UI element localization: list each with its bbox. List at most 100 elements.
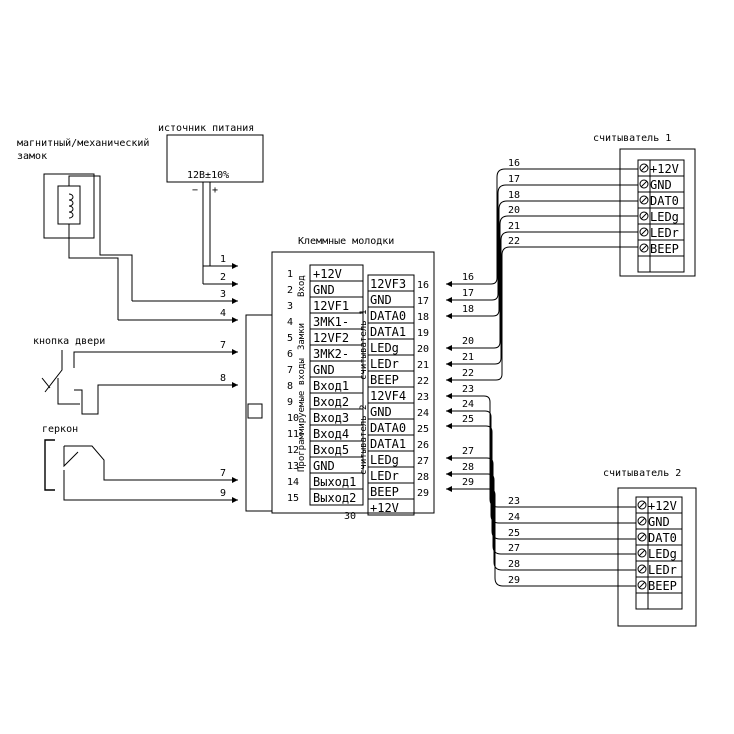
- right-terminal-label: LEDg: [370, 453, 399, 467]
- reader-terminal-label: DAT0: [650, 194, 679, 208]
- group-label-prog-inputs: Программируемые входы: [297, 358, 307, 472]
- screw-slot-icon: [638, 581, 646, 589]
- left-wire-number: 4: [220, 308, 226, 319]
- right-terminal-label: DATA1: [370, 437, 406, 451]
- left-wire-number: 8: [220, 373, 226, 384]
- left-terminal-label: Вход1: [313, 379, 349, 393]
- reader-1-cable: [446, 168, 638, 285]
- left-terminal-label: Выход1: [313, 475, 356, 489]
- left-terminal-label: 12VF1: [313, 299, 349, 313]
- screw-icon: [637, 580, 647, 590]
- reader-terminal-label: LEDr: [648, 563, 677, 577]
- right-terminal-number: 22: [417, 376, 429, 387]
- reader-2-cable: [446, 410, 636, 524]
- reader-1-arrow-number: 20: [462, 336, 474, 347]
- left-terminal-number: 10: [287, 413, 299, 424]
- terminal-30-marker: 30: [344, 511, 356, 522]
- reader-terminal-cell-empty: [635, 592, 683, 610]
- reader-terminal-label: DAT0: [648, 531, 677, 545]
- reed-wire-b: [64, 445, 238, 481]
- reader-1-cable: [446, 200, 638, 317]
- reader-2-cable: [446, 473, 636, 571]
- screw-icon: [639, 195, 649, 205]
- right-terminal-label: DATA1: [370, 325, 406, 339]
- screw-slot-icon: [638, 533, 646, 541]
- reader-2-wire-number: 23: [508, 496, 520, 507]
- reader-2-cable-arrow: [446, 486, 452, 492]
- screw-slot-icon: [640, 180, 648, 188]
- screw-icon: [637, 516, 647, 526]
- right-terminal-label: DATA0: [370, 421, 406, 435]
- right-terminal-cell: [367, 498, 415, 516]
- reader-terminal-label: LEDg: [650, 210, 679, 224]
- left-terminal-number: 2: [287, 285, 293, 296]
- left-terminal-number: 5: [287, 333, 293, 344]
- left-terminal-label: GND: [313, 459, 335, 473]
- left-terminal-number: 12: [287, 445, 299, 456]
- screw-slot-icon: [638, 565, 646, 573]
- left-terminal-label: Вход2: [313, 395, 349, 409]
- left-terminal-number: 11: [287, 429, 299, 440]
- lock-wire-a: [68, 175, 133, 301]
- reader-terminal-label: LEDr: [650, 226, 679, 240]
- reader-terminal-cell-empty: [637, 255, 685, 273]
- right-terminal-number: 24: [417, 408, 429, 419]
- reader-2-wire-number: 24: [508, 512, 520, 523]
- lock-title-line2: замок: [17, 151, 47, 162]
- reader-2-arrow-number: 25: [462, 414, 474, 425]
- power-supply-title: источник питания: [158, 123, 254, 134]
- left-wire-number: 3: [220, 289, 226, 300]
- left-wire-arrow: [232, 281, 238, 287]
- lock-title-line1: магнитный/механический: [17, 137, 149, 149]
- left-wire-number: 1: [220, 254, 226, 265]
- reader-2-arrow-number: 23: [462, 384, 474, 395]
- left-wire-arrow: [232, 497, 238, 503]
- reader-2-cable-arrow: [446, 423, 452, 429]
- reader-1-cable-arrow: [446, 297, 452, 303]
- reader-2-arrow-number: 29: [462, 477, 474, 488]
- lock: магнитный/механический замок: [17, 137, 149, 320]
- reader-2-box: [617, 487, 697, 627]
- reed-switch: геркон: [42, 424, 238, 501]
- screw-icon: [637, 548, 647, 558]
- reader-2-arrow-number: 27: [462, 446, 474, 457]
- reed-magnet-icon: [44, 439, 55, 491]
- left-terminal-cell: [309, 488, 364, 506]
- reed-wire-a: [63, 484, 238, 501]
- power-supply-plus: +: [212, 185, 218, 196]
- left-terminal-label: Вход4: [313, 427, 349, 441]
- power-supply: источник питания 12В±10% − +: [158, 123, 264, 284]
- screw-icon: [639, 179, 649, 189]
- reader-2-wire-number: 25: [508, 528, 520, 539]
- reader-2-wire-number: 27: [508, 543, 520, 554]
- terminal-block-plug: [245, 314, 273, 512]
- left-terminal-label: Выход2: [313, 491, 356, 505]
- left-terminal-number: 1: [287, 269, 293, 280]
- reader-1-cable: [446, 215, 638, 349]
- left-terminal-number: 14: [287, 477, 299, 488]
- door-button-actuator: [41, 377, 51, 389]
- reader-1-wire-number: 20: [508, 205, 520, 216]
- left-terminal-number: 3: [287, 301, 293, 312]
- reader-2-title: считыватель 2: [603, 468, 681, 479]
- door-button-wire-a: [73, 351, 238, 368]
- left-wire-arrow: [232, 477, 238, 483]
- right-terminal-label: DATA0: [370, 309, 406, 323]
- terminal-block-title: Клеммные молодки: [298, 236, 394, 247]
- right-terminal-number: 27: [417, 456, 429, 467]
- reader-1-arrow-number: 18: [462, 304, 474, 315]
- left-terminal-label: ЗМК1-: [313, 315, 349, 329]
- right-terminal-number: 23: [417, 392, 429, 403]
- reader-terminal-label: GND: [650, 178, 672, 192]
- screw-icon: [637, 500, 647, 510]
- left-terminal-label: Вход3: [313, 411, 349, 425]
- left-terminal-number: 9: [287, 397, 293, 408]
- reader-terminal-label: GND: [648, 515, 670, 529]
- door-button-switch-icon: [44, 350, 80, 405]
